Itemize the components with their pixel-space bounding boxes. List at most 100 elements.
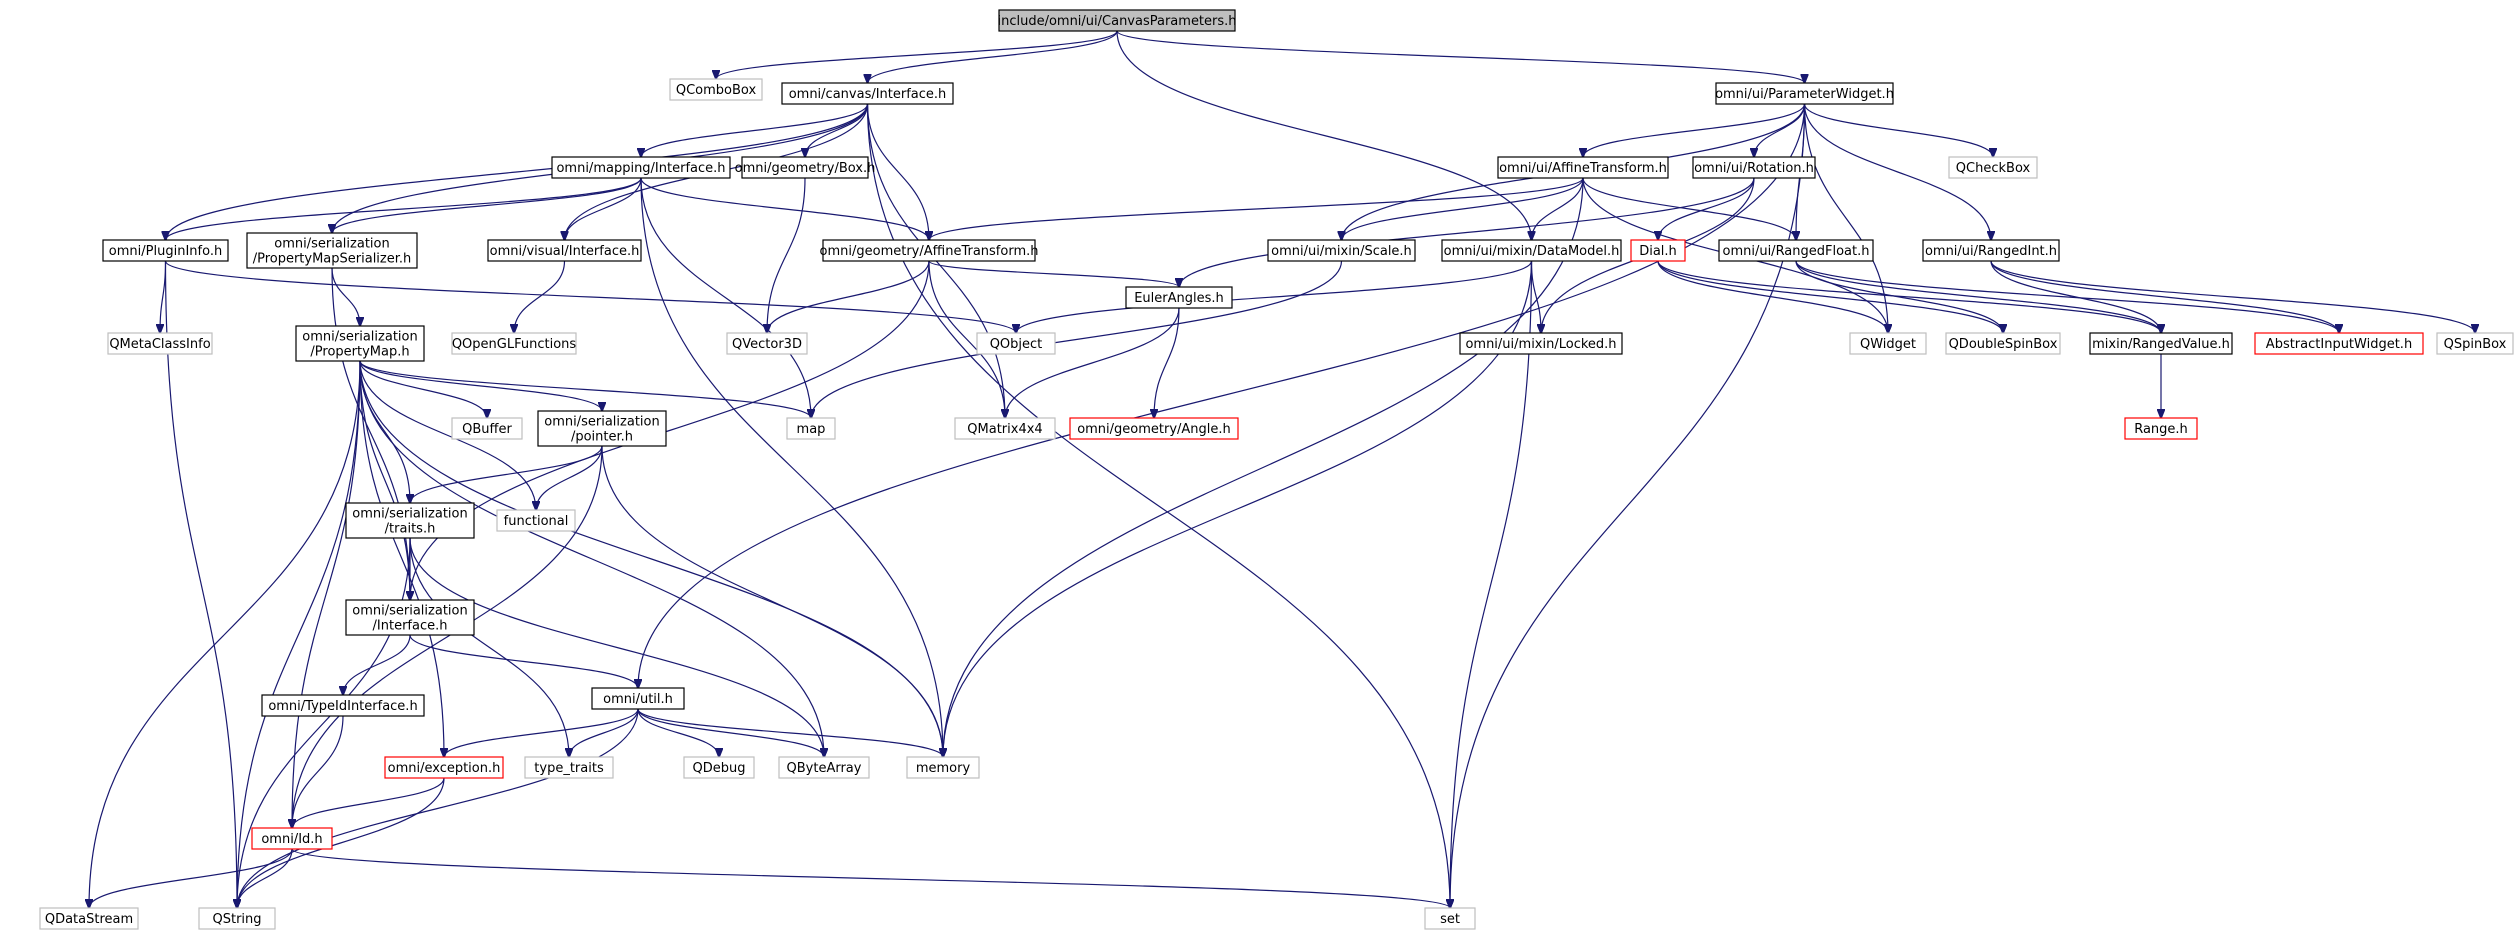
node-util[interactable]: omni/util.h	[591, 687, 685, 710]
node-abstractinput[interactable]: AbstractInputWidget.h	[2254, 332, 2424, 355]
node-box-qmatrix	[954, 417, 1056, 440]
node-box-scale	[1267, 239, 1416, 262]
node-box-memory	[906, 756, 980, 779]
node-ser_if[interactable]: omni/serialization/Interface.h	[345, 599, 475, 636]
edge-pointer-to-functional	[536, 445, 603, 510]
node-qbytearray: QByteArray	[778, 756, 870, 779]
node-rangedint[interactable]: omni/ui/RangedInt.h	[1922, 239, 2060, 262]
node-scale[interactable]: omni/ui/mixin/Scale.h	[1267, 239, 1416, 262]
node-visual_if[interactable]: omni/visual/Interface.h	[487, 239, 642, 262]
node-rangedfloat[interactable]: omni/ui/RangedFloat.h	[1718, 239, 1874, 262]
node-label-angle-0: omni/geometry/Angle.h	[1077, 422, 1231, 437]
node-typeid[interactable]: omni/TypeIdInterface.h	[261, 694, 425, 717]
edge-rangedint-to-qspinbox	[1990, 260, 2475, 333]
node-qbuffer: QBuffer	[451, 417, 523, 440]
node-label-visual_if-0: omni/visual/Interface.h	[490, 244, 640, 259]
node-box-set	[1424, 907, 1476, 930]
edge-paramwidget-to-affine_ui	[1583, 103, 1806, 157]
node-mapping_if[interactable]: omni/mapping/Interface.h	[551, 156, 731, 179]
edge-plugininfo-to-qobject	[164, 260, 1017, 333]
node-box-qdebug	[683, 756, 755, 779]
node-datamodel[interactable]: omni/ui/mixin/DataModel.h	[1441, 239, 1622, 262]
node-label-qbuffer-0: QBuffer	[462, 422, 512, 437]
edge-propmap-to-ser_if	[359, 360, 410, 600]
node-label-rangedfloat-0: omni/ui/RangedFloat.h	[1722, 244, 1869, 259]
edge-rangedfloat-to-abstractinput	[1795, 260, 2339, 333]
edge-geo_affine-to-qvector3d	[767, 260, 930, 333]
node-box-qobject	[976, 332, 1056, 355]
node-qcheckbox: QCheckBox	[1948, 156, 2038, 179]
node-box-datamodel	[1441, 239, 1622, 262]
edge-visual_if-to-qopengl	[514, 260, 566, 333]
edge-mapping_if-to-memory	[640, 177, 943, 757]
edge-paramwidget-to-set	[1450, 103, 1806, 908]
node-box-plugininfo	[102, 239, 229, 262]
node-type_traits: type_traits	[524, 756, 614, 779]
edge-plugininfo-to-qmetaclassinfo	[160, 260, 167, 333]
node-pointer[interactable]: omni/serialization/pointer.h	[537, 410, 667, 447]
node-rotation[interactable]: omni/ui/Rotation.h	[1692, 156, 1816, 179]
node-box-qdatastream	[39, 907, 139, 930]
node-euler[interactable]: EulerAngles.h	[1125, 286, 1233, 309]
node-canvas_if[interactable]: omni/canvas/Interface.h	[781, 82, 954, 105]
node-box-propmap	[295, 325, 425, 362]
node-box-typeid	[261, 694, 425, 717]
node-label-datamodel-0: omni/ui/mixin/DataModel.h	[1444, 244, 1620, 259]
node-functional: functional	[496, 509, 576, 532]
node-exception[interactable]: omni/exception.h	[384, 756, 504, 779]
node-locked[interactable]: omni/ui/mixin/Locked.h	[1459, 332, 1623, 355]
edge-scale-to-map	[811, 260, 1343, 418]
node-label-rotation-0: omni/ui/Rotation.h	[1694, 161, 1814, 176]
edge-propmap-to-qbuffer	[359, 360, 487, 418]
node-paramwidget[interactable]: omni/ui/ParameterWidget.h	[1715, 82, 1894, 105]
edge-pointer-to-omni_id	[292, 445, 603, 828]
node-box-qwidget	[1849, 332, 1927, 355]
node-pmapser[interactable]: omni/serialization/PropertyMapSerializer…	[246, 232, 418, 269]
edge-rangedfloat-to-rangedvalue	[1795, 260, 2161, 333]
node-box-qdoublespinbox	[1945, 332, 2061, 355]
node-label-set-0: set	[1440, 912, 1460, 927]
node-plugininfo[interactable]: omni/PluginInfo.h	[102, 239, 229, 262]
nodes-layer: include/omni/ui/CanvasParameters.hQCombo…	[39, 9, 2514, 930]
node-box-traits	[345, 502, 475, 539]
node-box-qbytearray	[778, 756, 870, 779]
node-root[interactable]: include/omni/ui/CanvasParameters.h	[997, 9, 1237, 32]
node-label-paramwidget-0: omni/ui/ParameterWidget.h	[1715, 87, 1894, 102]
node-box-root	[998, 9, 1236, 32]
node-label-qcheckbox-0: QCheckBox	[1956, 161, 2031, 176]
node-traits[interactable]: omni/serialization/traits.h	[345, 502, 475, 539]
node-qspinbox: QSpinBox	[2436, 332, 2514, 355]
node-dial[interactable]: Dial.h	[1630, 239, 1686, 262]
node-box-geo_affine	[822, 239, 1036, 262]
node-affine_ui[interactable]: omni/ui/AffineTransform.h	[1497, 156, 1669, 179]
node-angle[interactable]: omni/geometry/Angle.h	[1069, 417, 1239, 440]
edge-affine_ui-to-datamodel	[1532, 177, 1584, 240]
edge-rangedfloat-to-qdoublespinbox	[1795, 260, 2003, 333]
node-box-omni_id	[251, 827, 333, 850]
edge-pmapser-to-propmap	[331, 267, 360, 326]
node-label-qdoublespinbox-0: QDoubleSpinBox	[1949, 337, 2058, 352]
edge-propmap-to-qdatastream	[89, 360, 361, 908]
node-label-traits-0: omni/serialization	[352, 507, 467, 522]
node-propmap[interactable]: omni/serialization/PropertyMap.h	[295, 325, 425, 362]
edge-dial-to-qdoublespinbox	[1657, 260, 2003, 333]
node-label-ser_if-0: omni/serialization	[352, 604, 467, 619]
node-box-range	[2124, 417, 2198, 440]
node-qmetaclassinfo: QMetaClassInfo	[107, 332, 213, 355]
node-box-qmetaclassinfo	[107, 332, 213, 355]
node-box-qspinbox	[2436, 332, 2514, 355]
node-label-canvas_if-0: omni/canvas/Interface.h	[789, 87, 947, 102]
node-box[interactable]: omni/geometry/Box.h	[735, 156, 876, 179]
node-range[interactable]: Range.h	[2124, 417, 2198, 440]
node-label-util-0: omni/util.h	[603, 692, 673, 707]
edge-geo_affine-to-qmatrix	[928, 260, 1005, 418]
node-label-qdatastream-0: QDataStream	[45, 912, 133, 927]
edge-canvas_if-to-mapping_if	[641, 103, 869, 157]
node-box-qstring	[198, 907, 276, 930]
edge-propmap-to-qstring	[237, 360, 361, 908]
node-omni_id[interactable]: omni/Id.h	[251, 827, 333, 850]
edge-omni_id-to-qstring	[237, 848, 293, 908]
node-rangedvalue[interactable]: mixin/RangedValue.h	[2089, 332, 2233, 355]
node-geo_affine[interactable]: omni/geometry/AffineTransform.h	[820, 239, 1039, 262]
node-box-locked	[1459, 332, 1623, 355]
